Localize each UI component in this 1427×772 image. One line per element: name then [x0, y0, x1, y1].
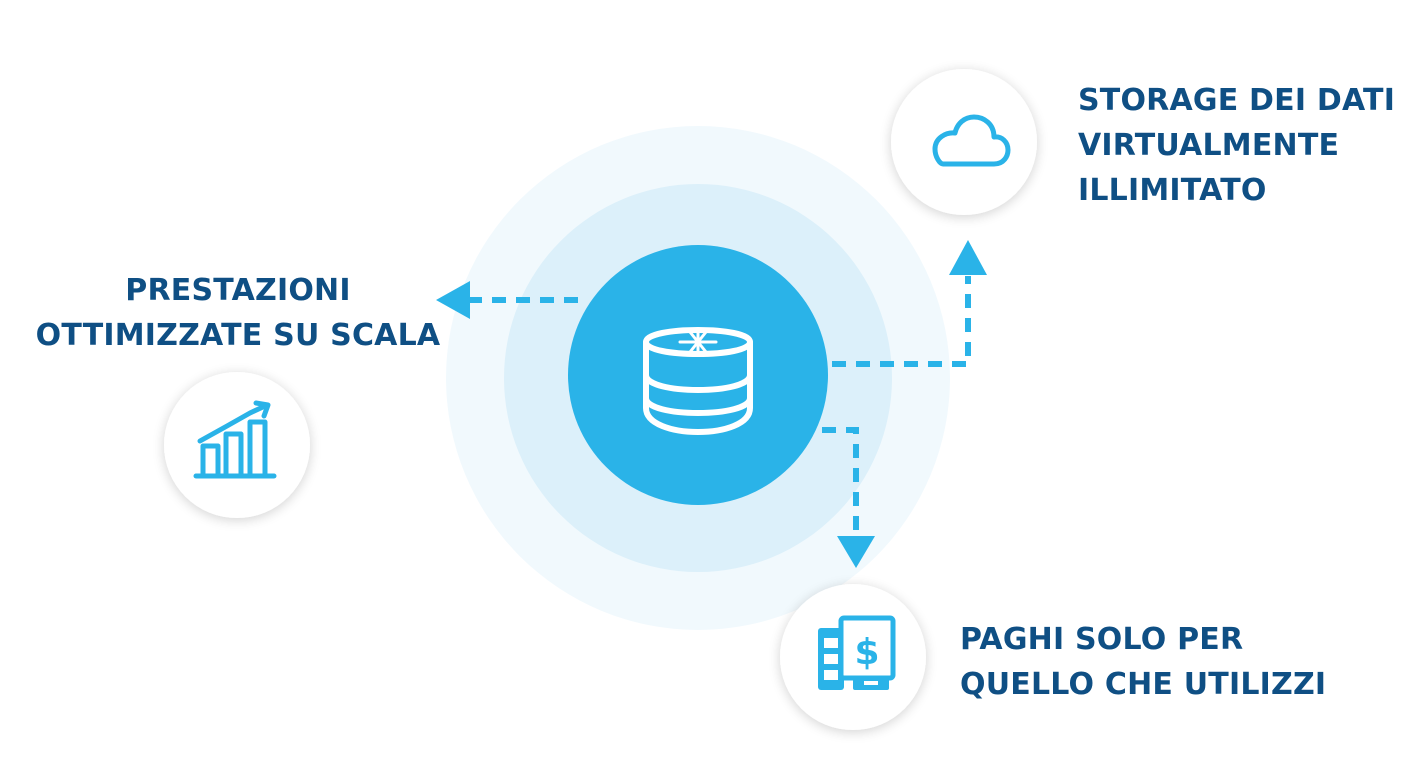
label-line: PRESTAZIONI: [125, 273, 351, 308]
label-storage: STORAGE DEI DATI VIRTUALMENTE ILLIMITATO: [1078, 78, 1395, 213]
label-line: PAGHI SOLO PER: [960, 622, 1244, 657]
storage-badge: [891, 69, 1037, 215]
cloud-icon: [932, 114, 1011, 167]
center-core: [568, 245, 828, 505]
connector-performance: [436, 281, 578, 319]
arrow-left-icon: [436, 281, 470, 319]
performance-badge: [164, 372, 310, 518]
label-line: ILLIMITATO: [1078, 173, 1267, 208]
pay-per-use-icon: $: [818, 615, 896, 690]
label-line: VIRTUALMENTE: [1078, 128, 1340, 163]
connector-pay: [822, 427, 875, 568]
arrow-down-icon: [837, 536, 875, 568]
svg-text:$: $: [854, 632, 879, 673]
label-line: QUELLO CHE UTILIZZI: [960, 667, 1327, 702]
label-line: OTTIMIZZATE SU SCALA: [35, 318, 441, 353]
arrow-up-icon: [949, 240, 987, 275]
connector-storage: [832, 240, 987, 367]
label-pay: PAGHI SOLO PER QUELLO CHE UTILIZZI: [960, 617, 1326, 707]
pay-badge: $: [780, 584, 926, 730]
bar-chart-growth-icon: [193, 400, 277, 479]
label-line: STORAGE DEI DATI: [1078, 83, 1396, 118]
snowflake-database-icon: [643, 327, 753, 435]
label-performance: PRESTAZIONI OTTIMIZZATE SU SCALA: [20, 268, 456, 358]
